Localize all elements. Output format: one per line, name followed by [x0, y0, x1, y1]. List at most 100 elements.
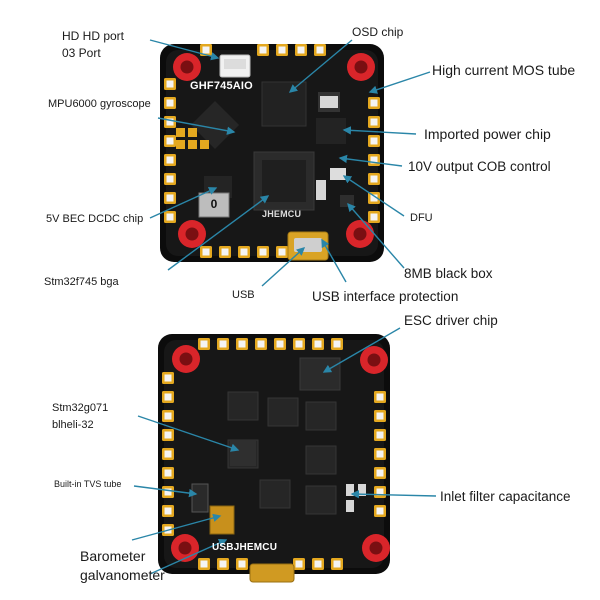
edge-pad-center: [297, 46, 305, 54]
label-bec-dcdc: 5V BEC DCDC chip: [46, 213, 144, 225]
edge-pad-center: [166, 99, 174, 107]
capacitor-marking: 0: [210, 197, 218, 211]
edge-pad-center: [164, 507, 172, 515]
edge-pad-center: [370, 99, 378, 107]
edge-pad-center: [333, 340, 341, 348]
arrow-dfu: [342, 175, 405, 217]
edge-pad-center: [295, 340, 303, 348]
edge-pad-center: [238, 560, 246, 568]
label-stm32g071-line1: Stm32g071: [52, 402, 109, 414]
edge-pad-center: [221, 248, 229, 256]
edge-pad-center: [164, 469, 172, 477]
edge-pad-center: [314, 560, 322, 568]
arrow-bec-dcdc: [149, 187, 218, 219]
arrow-hd-port: [149, 39, 220, 61]
edge-pad-center: [370, 156, 378, 164]
tvs-tube: [191, 483, 209, 513]
label-barometer-line2: galvanometer: [80, 567, 165, 583]
edge-pad-center: [166, 137, 174, 145]
edge-pad-center: [259, 46, 267, 54]
edge-pad-center: [259, 248, 267, 256]
board2-edge-pads: [162, 338, 386, 570]
edge-pad-center: [278, 46, 286, 54]
edge-pad-center: [370, 137, 378, 145]
edge-pad-center: [164, 374, 172, 382]
edge-pad-center: [164, 393, 172, 401]
label-hd-port-line1: HD HD port: [62, 29, 125, 43]
board2-brand-silk: USBJHEMCU: [212, 542, 278, 553]
arrow-esc-driver: [322, 327, 401, 373]
edge-pad-center: [257, 340, 265, 348]
arrow-osd-chip: [288, 39, 353, 93]
edge-pad-center: [376, 469, 384, 477]
edge-pad-center: [376, 412, 384, 420]
edge-pad-center: [200, 340, 208, 348]
edge-pad-center: [202, 248, 210, 256]
edge-pad-center: [370, 175, 378, 183]
edge-pad-center: [316, 46, 324, 54]
arrow-cob-control: [338, 154, 403, 167]
arrow-inlet-filter: [350, 489, 437, 499]
label-cob-control: 10V output COB control: [408, 159, 551, 174]
board1-brand-silk: JHEMCU: [262, 209, 302, 219]
arrow-usb: [261, 247, 306, 287]
arrow-stm32g071: [137, 415, 240, 452]
board1-model-silk: GHF745AIO: [190, 80, 253, 92]
inlet-filter-capacitors: [346, 484, 366, 512]
gyro-chip: [190, 100, 240, 150]
dfu-button: [330, 168, 346, 180]
label-usb: USB: [232, 289, 255, 301]
edge-pad-center: [202, 46, 210, 54]
board1-edge-pads: [164, 44, 380, 258]
label-hd-port-line2: 03 Port: [62, 46, 101, 60]
label-high-current-mos: High current MOS tube: [432, 62, 576, 78]
edge-pad-center: [200, 560, 208, 568]
edge-pad-center: [219, 560, 227, 568]
edge-pad-center: [278, 248, 286, 256]
label-esc-driver: ESC driver chip: [404, 313, 498, 328]
edge-pad-center: [166, 80, 174, 88]
arrow-8mb: [347, 202, 405, 269]
edge-pad-center: [240, 248, 248, 256]
esc-driver-chip: [299, 357, 341, 391]
arrow-usb-protection: [321, 238, 347, 283]
arrow-power-chip: [342, 126, 417, 135]
power-chip: [316, 118, 346, 144]
label-barometer-line1: Barometer: [80, 548, 146, 564]
edge-pad-center: [333, 560, 341, 568]
arrow-tvs: [133, 485, 198, 498]
edge-pad-center: [164, 412, 172, 420]
board2-pcb: [164, 340, 384, 568]
flash-chip: [340, 195, 354, 207]
edge-pad-center: [376, 488, 384, 496]
pointer-arrows: [131, 39, 437, 575]
edge-pad-center: [166, 118, 174, 126]
stm32g071-chip: [230, 440, 256, 466]
edge-pad-center: [376, 431, 384, 439]
label-inlet-filter: Inlet filter capacitance: [440, 489, 571, 504]
label-imported-power-chip: Imported power chip: [424, 126, 551, 142]
edge-pad-center: [376, 393, 384, 401]
edge-pad-center: [295, 560, 303, 568]
edge-pad-center: [376, 507, 384, 515]
edge-pad-center: [370, 118, 378, 126]
label-dfu: DFU: [410, 212, 433, 224]
capacitor: [198, 192, 230, 218]
flight-controller-board: [160, 44, 384, 262]
label-stm32f745: Stm32f745 bga: [44, 276, 119, 288]
arrow-gyroscope: [157, 117, 236, 135]
edge-pad-center: [314, 340, 322, 348]
label-usb-protection: USB interface protection: [312, 289, 459, 304]
edge-pad-center: [219, 340, 227, 348]
edge-pad-center: [276, 340, 284, 348]
arrow-stm32f745: [167, 195, 270, 271]
label-osd-chip: OSD chip: [352, 25, 404, 39]
edge-pad-center: [238, 340, 246, 348]
edge-pad-center: [166, 213, 174, 221]
edge-pad-center: [166, 156, 174, 164]
edge-pad-center: [164, 431, 172, 439]
label-mpu6000: MPU6000 gyroscope: [48, 98, 151, 110]
edge-pad-center: [166, 175, 174, 183]
